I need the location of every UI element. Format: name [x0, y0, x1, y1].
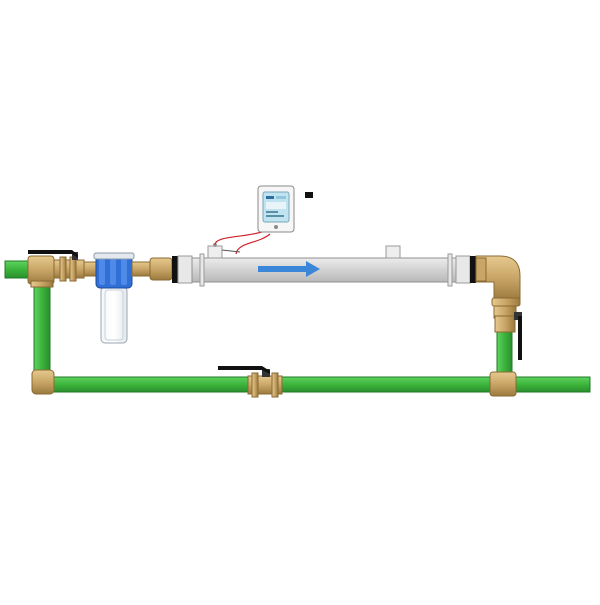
lever-handle-icon[interactable]	[218, 366, 270, 374]
uv-right-coupling	[455, 255, 476, 284]
filter-outlet-union	[131, 257, 173, 281]
outlet-pipe	[513, 376, 591, 393]
sediment-filter[interactable]	[93, 252, 135, 344]
display-icon	[262, 191, 290, 223]
power-plug-icon	[305, 192, 313, 198]
outlet-ball-valve[interactable]	[494, 312, 522, 360]
left-downpipe	[33, 282, 51, 376]
elbow-fitting	[475, 255, 521, 319]
inlet-tee-fitting	[27, 255, 55, 288]
bottom-left-elbow	[31, 369, 55, 395]
uv-lamp-port-right	[385, 245, 401, 259]
controller-wires	[214, 231, 271, 255]
outlet-tee-fitting	[489, 371, 517, 397]
uv-sterilizer[interactable]	[191, 243, 457, 287]
lever-handle-icon[interactable]	[518, 316, 522, 360]
arrow-right-icon	[258, 261, 320, 277]
right-riser-pipe	[496, 329, 513, 376]
uv-left-coupling	[172, 255, 193, 284]
lever-handle-icon[interactable]	[28, 250, 78, 258]
filter-cap	[93, 252, 135, 289]
uv-lamp-port-left	[207, 243, 223, 259]
uv-controller[interactable]	[257, 185, 295, 233]
bypass-ball-valve[interactable]	[218, 366, 283, 398]
